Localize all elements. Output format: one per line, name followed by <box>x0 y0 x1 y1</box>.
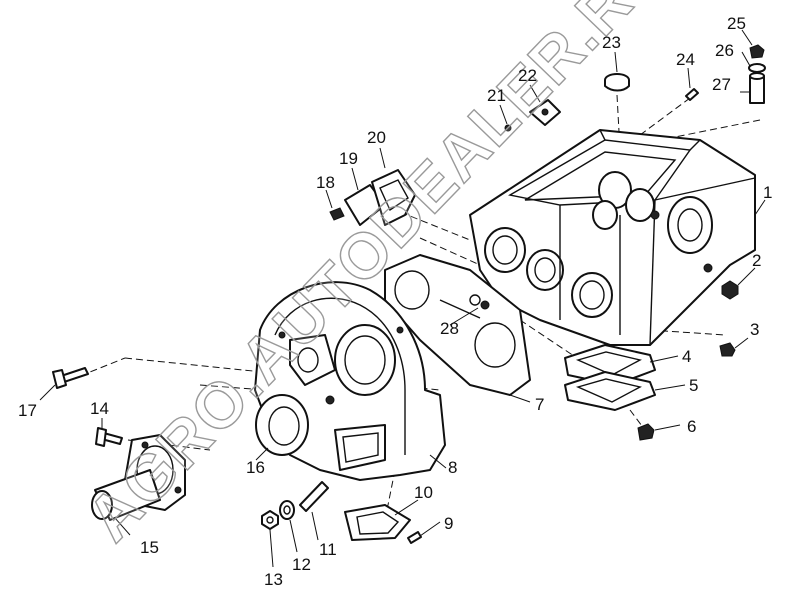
nut-13 <box>261 510 279 530</box>
callout-11: 11 <box>319 540 337 559</box>
ring-26 <box>748 63 766 73</box>
bearing-cover-gasket <box>255 394 309 456</box>
plug-2 <box>721 280 739 300</box>
callout-19: 19 <box>339 149 358 168</box>
callout-14: 14 <box>90 399 109 418</box>
bolt-14 <box>95 427 123 447</box>
callout-2: 2 <box>752 251 761 270</box>
callout-23: 23 <box>602 33 621 52</box>
pin-24 <box>685 88 699 101</box>
callout-22: 22 <box>518 66 537 85</box>
plug-6 <box>637 423 655 441</box>
callout-4: 4 <box>682 347 691 366</box>
sleeve-27 <box>749 72 765 104</box>
callout-18: 18 <box>316 173 335 192</box>
callout-5: 5 <box>689 376 698 395</box>
pin-21 <box>504 124 512 132</box>
callout-6: 6 <box>687 417 696 436</box>
callout-12: 12 <box>292 555 311 574</box>
callout-1: 1 <box>763 183 772 202</box>
callout-3: 3 <box>750 320 759 339</box>
callout-17: 17 <box>18 401 37 420</box>
gasket-5 <box>564 371 656 411</box>
inspection-cover-10 <box>344 504 411 541</box>
washer-12 <box>279 500 295 520</box>
input-shaft-cover <box>91 434 186 521</box>
screw-9 <box>407 531 422 544</box>
screw-18 <box>329 207 345 221</box>
callout-13: 13 <box>264 570 283 589</box>
transmission-case <box>469 129 756 346</box>
callout-8: 8 <box>448 458 457 477</box>
callout-labels: 1 2 3 4 5 6 7 8 9 10 11 12 13 14 15 16 1… <box>18 14 772 589</box>
callout-10: 10 <box>414 483 433 502</box>
callout-9: 9 <box>444 514 453 533</box>
callout-24: 24 <box>676 50 695 69</box>
plug-23 <box>604 73 630 92</box>
cap-25 <box>749 44 765 59</box>
cover-4 <box>564 344 656 386</box>
callout-21: 21 <box>487 86 506 105</box>
callout-26: 26 <box>715 41 734 60</box>
callout-27: 27 <box>712 75 731 94</box>
stud-11 <box>299 481 329 512</box>
plug-3 <box>719 342 736 357</box>
callout-16: 16 <box>246 458 265 477</box>
callout-28: 28 <box>440 319 459 338</box>
callout-25: 25 <box>727 14 746 33</box>
callout-7: 7 <box>535 395 544 414</box>
callout-15: 15 <box>140 538 159 557</box>
callout-20: 20 <box>367 128 386 147</box>
bracket-22 <box>529 99 561 126</box>
leader-lines <box>39 29 766 568</box>
bolt-17 <box>52 367 89 389</box>
cover-20 <box>371 169 416 226</box>
